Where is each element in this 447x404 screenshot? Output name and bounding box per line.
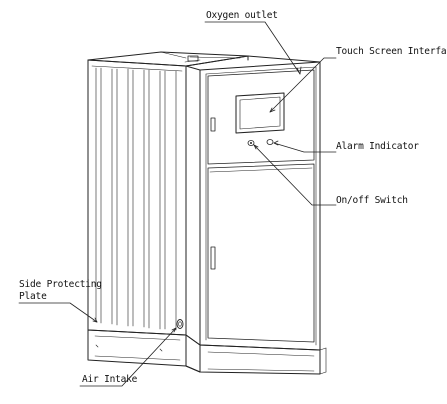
upper-handle xyxy=(211,118,215,131)
side-protecting-plate xyxy=(88,60,186,335)
lower-door xyxy=(208,164,314,342)
air-intake-port xyxy=(177,320,183,329)
callout-air-intake: Air Intake xyxy=(82,374,138,385)
callout-side-protecting-plate: Side Protecting Plate xyxy=(19,279,102,303)
alarm-indicator-light xyxy=(267,140,273,145)
callout-side-line2: Plate xyxy=(19,291,47,302)
callout-touch-screen-interface: Touch Screen Interface xyxy=(336,46,447,57)
leader-lines xyxy=(19,22,336,386)
touch-screen xyxy=(236,93,284,133)
door-handle xyxy=(211,247,215,269)
cabinet-base xyxy=(88,330,326,374)
callout-oxygen-outlet: Oxygen outlet xyxy=(206,10,278,21)
callout-alarm-indicator: Alarm Indicator xyxy=(336,141,419,152)
cabinet-front xyxy=(200,56,320,350)
cabinet-top xyxy=(88,52,248,66)
control-panel xyxy=(208,70,314,164)
onoff-switch-knob xyxy=(248,141,254,146)
callout-onoff-switch: On/off Switch xyxy=(336,195,408,206)
callout-side-line1: Side Protecting xyxy=(19,279,102,290)
